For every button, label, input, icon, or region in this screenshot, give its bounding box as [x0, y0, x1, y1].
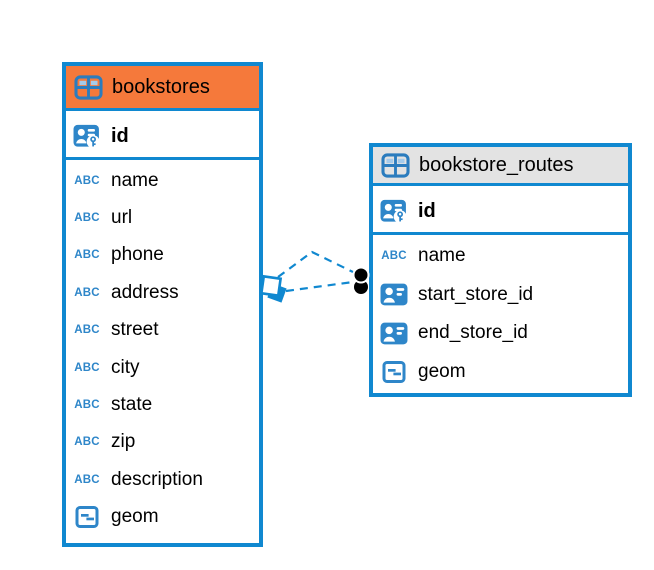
text-icon: ABC: [74, 249, 100, 262]
column-name: state: [111, 394, 153, 416]
table-name: bookstore_routes: [419, 153, 574, 176]
text-icon: ABC: [74, 361, 100, 374]
column-name: geom: [111, 506, 159, 528]
table-header[interactable]: bookstores: [66, 66, 259, 111]
column-name: end_store_id: [418, 322, 528, 344]
column-name: start_store_id: [418, 283, 534, 305]
column-name: name: [418, 245, 466, 267]
column-row-start_store_id[interactable]: start_store_id: [373, 276, 628, 315]
column-row-id[interactable]: id: [66, 116, 259, 160]
column-row-end_store_id[interactable]: end_store_id: [373, 314, 628, 353]
column-name: city: [111, 356, 140, 378]
column-name: description: [111, 468, 203, 490]
text-icon: ABC: [74, 436, 100, 449]
foreign-key-icon: [379, 322, 409, 345]
geometry-icon: [379, 360, 409, 384]
text-icon: ABC: [74, 211, 100, 225]
column-row-name[interactable]: ABC name: [373, 237, 628, 276]
column-name: url: [111, 207, 133, 229]
column-row-name[interactable]: ABC name: [66, 162, 259, 199]
table-header[interactable]: bookstore_routes: [373, 147, 628, 186]
primary-key-icon: [379, 199, 409, 224]
column-row-geom[interactable]: geom: [373, 353, 628, 392]
column-name: address: [111, 281, 179, 303]
column-row-description[interactable]: ABC description: [66, 461, 259, 498]
relationship-line-lower[interactable]: [285, 280, 354, 293]
column-row-zip[interactable]: ABC zip: [66, 424, 259, 461]
table-icon: [380, 152, 410, 178]
column-row-phone[interactable]: ABC phone: [66, 237, 259, 274]
primary-key-icon: [72, 124, 102, 149]
text-icon: ABC: [74, 286, 100, 300]
relationship-target-dot-marker[interactable]: [352, 266, 370, 295]
column-row-city[interactable]: ABC city: [66, 349, 259, 386]
table-icon: [73, 74, 103, 100]
column-name: id: [111, 125, 129, 147]
column-row-state[interactable]: ABC state: [66, 386, 259, 423]
text-icon: ABC: [74, 323, 100, 337]
text-icon: ABC: [74, 473, 100, 487]
text-icon: ABC: [74, 398, 100, 412]
column-name: street: [111, 319, 159, 341]
relationship-source-diamond-marker[interactable]: [259, 274, 287, 303]
column-row-street[interactable]: ABC street: [66, 312, 259, 349]
text-icon: ABC: [381, 249, 407, 263]
column-name: zip: [111, 431, 136, 453]
column-row-id[interactable]: id: [373, 191, 628, 235]
column-name: phone: [111, 244, 164, 266]
column-row-geom[interactable]: geom: [66, 499, 259, 536]
foreign-key-icon: [379, 283, 409, 306]
column-name: geom: [418, 360, 466, 382]
text-icon: ABC: [74, 174, 100, 187]
relationship-line-upper[interactable]: [277, 250, 354, 278]
column-name: name: [111, 169, 159, 191]
column-row-url[interactable]: ABC url: [66, 199, 259, 236]
column-name: id: [418, 200, 436, 222]
geometry-icon: [72, 505, 102, 529]
column-row-address[interactable]: ABC address: [66, 274, 259, 311]
table-name: bookstores: [112, 75, 210, 98]
